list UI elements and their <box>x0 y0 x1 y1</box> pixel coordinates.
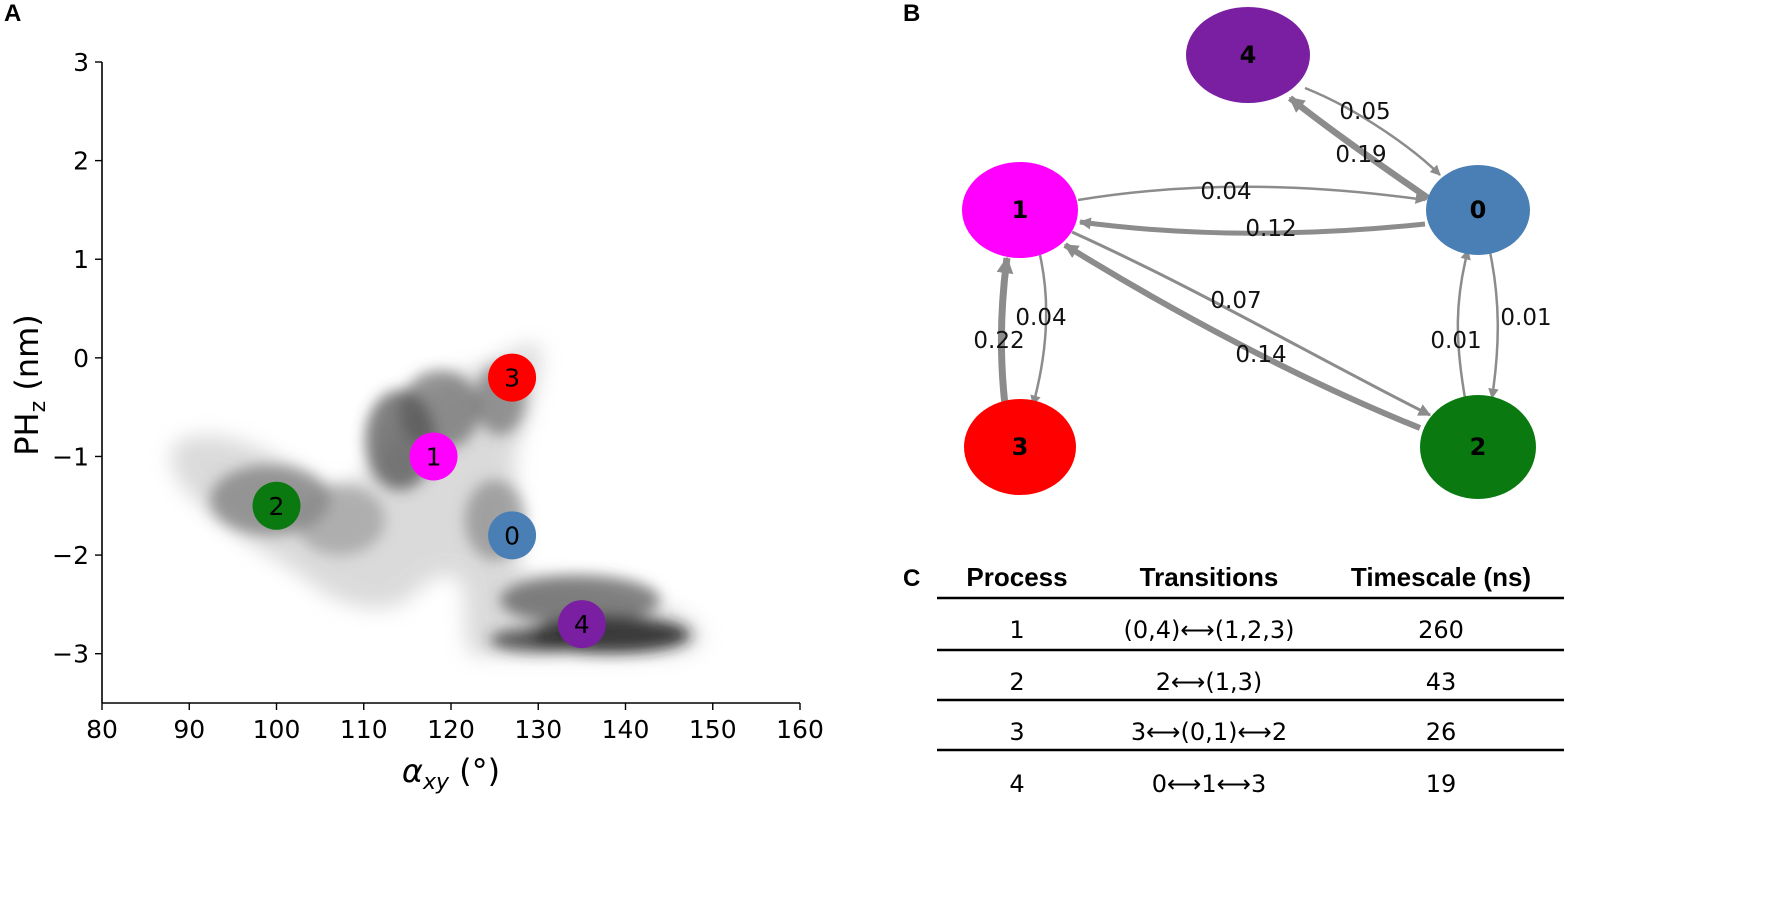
panel-c-label: C <box>903 565 921 592</box>
table-header-transitions: Transitions <box>1140 562 1279 592</box>
cluster-point-4: 4 <box>557 600 606 649</box>
table-cell: (0,4)⟷(1,2,3) <box>1123 616 1294 644</box>
table-cell: 4 <box>1009 770 1024 798</box>
y-tick-label: 3 <box>73 48 89 77</box>
cluster-marker-label: 3 <box>504 364 520 393</box>
node-2: 2 <box>1420 395 1536 499</box>
svg-text:2: 2 <box>1470 433 1487 461</box>
svg-text:4: 4 <box>1240 41 1257 69</box>
edge-3-to-1 <box>996 256 1014 406</box>
edge-label-0-4: 0.19 <box>1335 142 1386 168</box>
edge-2-to-0 <box>1456 248 1471 399</box>
x-tick-label: 100 <box>253 715 301 744</box>
table-header-timescale: Timescale (ns) <box>1351 562 1531 592</box>
cluster-marker <box>252 481 301 530</box>
cluster-point-1: 1 <box>409 432 458 481</box>
node-0: 0 <box>1426 165 1530 255</box>
table-header-process: Process <box>966 562 1067 592</box>
timescale-table: Process Transitions Timescale (ns) 1 (0,… <box>937 562 1564 798</box>
transition-network: 0.05 0.19 0.04 0.12 0.07 0.14 0.22 0.04 … <box>962 7 1552 499</box>
edge-label-3-1: 0.22 <box>973 328 1024 354</box>
edge-label-4-0: 0.05 <box>1339 99 1390 125</box>
cluster-marker <box>488 353 537 402</box>
cluster-marker-label: 0 <box>504 521 520 550</box>
x-tick-label: 150 <box>689 715 737 744</box>
node-1: 1 <box>962 162 1078 258</box>
svg-text:3: 3 <box>1012 433 1029 461</box>
edge-label-1-2: 0.07 <box>1210 288 1261 314</box>
table-cell: 260 <box>1418 616 1464 644</box>
x-tick-label: 160 <box>776 715 824 744</box>
y-tick-label: −1 <box>52 442 89 471</box>
edge-label-0-2: 0.01 <box>1500 305 1551 331</box>
edge-4-to-0 <box>1304 86 1441 176</box>
y-tick-label: 1 <box>73 245 89 274</box>
cluster-marker-label: 2 <box>269 492 285 521</box>
table-cell: 43 <box>1426 668 1457 696</box>
edge-0-to-1 <box>1078 217 1426 236</box>
x-tick-label: 120 <box>427 715 475 744</box>
panel-b-label: B <box>903 0 921 27</box>
svg-text:1: 1 <box>1012 196 1029 224</box>
table-cell: 2⟷(1,3) <box>1156 668 1263 696</box>
cluster-marker <box>557 600 606 649</box>
table-cell: 26 <box>1426 718 1457 746</box>
svg-text:0: 0 <box>1470 196 1487 224</box>
node-3: 3 <box>964 399 1076 495</box>
edge-label-2-0: 0.01 <box>1430 328 1481 354</box>
table-cell: 3⟷(0,1)⟷2 <box>1131 718 1287 746</box>
panel-a-label: A <box>4 0 22 27</box>
table-cell: 2 <box>1009 668 1024 696</box>
cluster-point-3: 3 <box>488 353 537 402</box>
cluster-marker-label: 1 <box>426 442 442 471</box>
edge-1-to-2 <box>1071 230 1432 417</box>
table-cell: 1 <box>1009 616 1024 644</box>
table-cell: 19 <box>1426 770 1457 798</box>
density-map <box>171 344 702 655</box>
x-tick-label: 90 <box>173 715 205 744</box>
y-axis-title: PHz (nm) <box>8 314 51 456</box>
x-tick-label: 130 <box>514 715 562 744</box>
y-tick-label: −2 <box>52 541 89 570</box>
cluster-marker-label: 4 <box>574 610 590 639</box>
cluster-marker <box>409 432 458 481</box>
edge-label-1-3: 0.04 <box>1015 305 1066 331</box>
cluster-point-2: 2 <box>252 481 301 530</box>
edge-label-0-1: 0.12 <box>1245 216 1296 242</box>
table-cell: 0⟷1⟷3 <box>1152 770 1267 798</box>
table-cell: 3 <box>1009 718 1024 746</box>
cluster-point-0: 0 <box>488 511 537 560</box>
y-tick-label: −3 <box>52 640 89 669</box>
x-tick-label: 80 <box>86 715 118 744</box>
x-tick-label: 140 <box>602 715 650 744</box>
y-tick-label: 2 <box>73 147 89 176</box>
node-4: 4 <box>1186 7 1310 103</box>
edge-1-to-3 <box>1030 254 1048 407</box>
x-axis-title: αxy (°) <box>402 752 500 795</box>
edge-0-to-4 <box>1287 95 1430 201</box>
x-tick-label: 110 <box>340 715 388 744</box>
edge-2-to-1 <box>1063 242 1422 431</box>
cluster-marker <box>488 511 537 560</box>
y-tick-label: 0 <box>73 344 89 373</box>
edge-label-1-0: 0.04 <box>1200 179 1251 205</box>
edge-label-2-1: 0.14 <box>1235 342 1286 368</box>
edge-0-to-2 <box>1488 251 1500 400</box>
edge-1-to-0 <box>1077 185 1427 204</box>
